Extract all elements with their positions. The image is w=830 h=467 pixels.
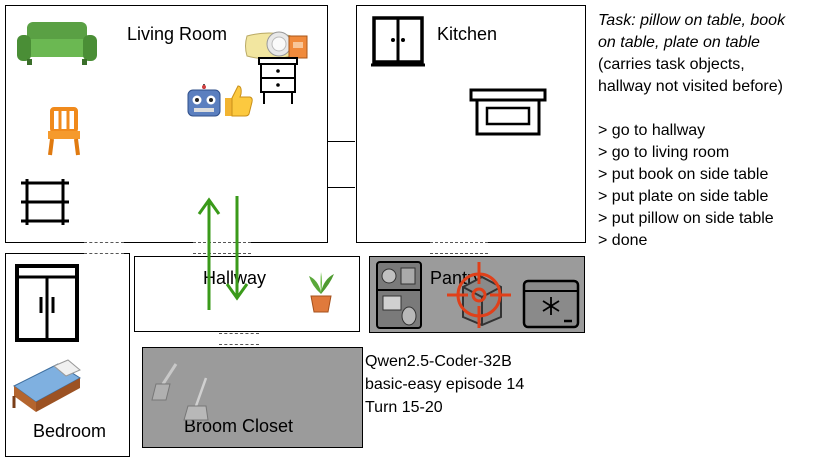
bedroom xyxy=(5,253,130,457)
action-item: > go to hallway xyxy=(598,122,706,139)
action-item: > done xyxy=(598,232,648,249)
kitchen-label: Kitchen xyxy=(437,24,498,44)
arrow-down-icon xyxy=(224,194,250,302)
door-living-kitchen-upper xyxy=(327,141,355,142)
door-living-bedroom xyxy=(84,242,124,254)
action-item: > put pillow on side table xyxy=(598,210,774,227)
door-living-kitchen-lower xyxy=(327,187,355,188)
bed-icon xyxy=(8,356,84,418)
thumbs-up-icon xyxy=(221,84,255,118)
plate-icon xyxy=(265,30,293,58)
hallway xyxy=(134,256,360,332)
side-table-icon xyxy=(257,56,299,106)
episode-caption: Qwen2.5-Coder-32B basic-easy episode 14 … xyxy=(365,350,524,419)
robot-icon xyxy=(185,84,223,118)
door-hallway-broomcloset xyxy=(219,333,259,345)
broom-icon xyxy=(180,376,212,422)
task-note-1: (carries task objects, xyxy=(598,56,745,73)
spacer xyxy=(598,98,785,120)
task-line-2: on table, plate on table xyxy=(598,34,760,51)
shelf-icon xyxy=(19,177,71,227)
turn-label: Turn 15-20 xyxy=(365,399,443,416)
broom-closet xyxy=(142,347,363,448)
potted-plant-icon xyxy=(306,270,336,314)
door-kitchen-pantry xyxy=(430,242,488,254)
task-note-2: hallway not visited before) xyxy=(598,78,783,95)
freezer-icon xyxy=(522,277,580,329)
food-shelf-icon xyxy=(375,260,423,330)
wardrobe-icon xyxy=(14,263,80,345)
cupboard-icon xyxy=(371,15,425,69)
action-item: > put book on side table xyxy=(598,166,769,183)
action-item: > put plate on side table xyxy=(598,188,769,205)
living-room xyxy=(5,5,328,243)
episode-label: basic-easy episode 14 xyxy=(365,376,525,393)
chair-icon xyxy=(44,107,84,157)
counter-icon xyxy=(469,88,547,138)
task-panel: Task: pillow on table, book on table, pl… xyxy=(598,10,785,252)
target-icon xyxy=(447,262,511,328)
arrow-up-icon xyxy=(196,196,222,312)
broom-closet-label: Broom Closet xyxy=(184,416,294,436)
action-item: > go to living room xyxy=(598,144,730,161)
brush-icon xyxy=(150,362,180,402)
living-room-label: Living Room xyxy=(127,24,228,44)
task-line-1: Task: pillow on table, book xyxy=(598,12,786,29)
sofa-icon xyxy=(17,17,97,67)
bedroom-label: Bedroom xyxy=(33,421,107,441)
hallway-label: Hallway xyxy=(203,268,267,288)
model-name: Qwen2.5-Coder-32B xyxy=(365,353,512,370)
